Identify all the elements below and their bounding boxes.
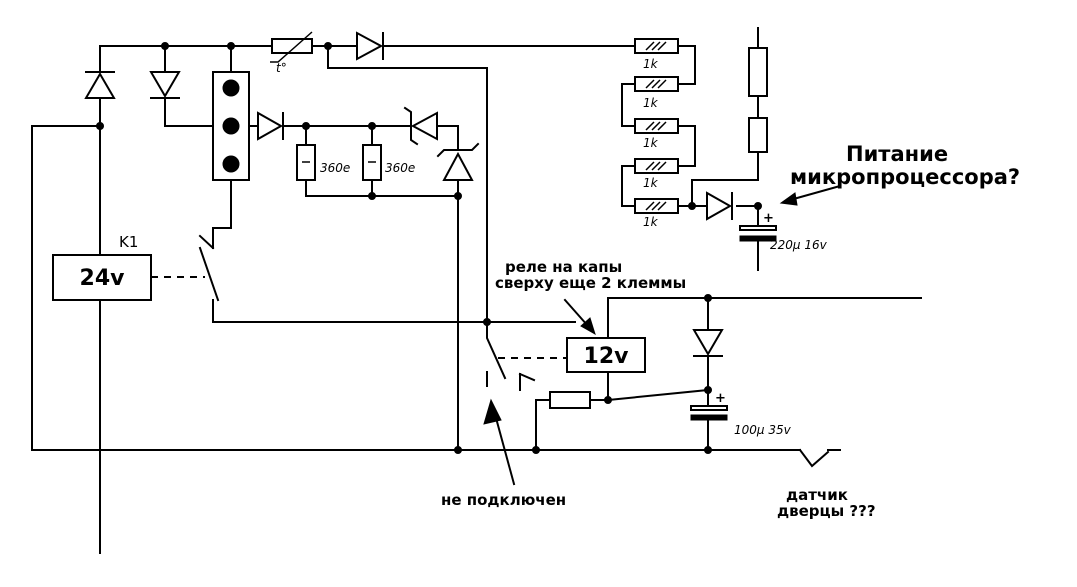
resistor-vertical-bottom <box>748 117 768 153</box>
arrow-mcu-power <box>779 184 842 206</box>
diode-chain <box>706 191 733 221</box>
resistor-1k-5-label: 1k <box>643 215 659 229</box>
resistor-12v <box>549 391 591 409</box>
zener-vertical <box>436 142 480 181</box>
diode-mid <box>257 111 284 141</box>
resistor-1k-1-label: 1k <box>643 57 659 71</box>
relay-k1-name: K1 <box>119 233 138 251</box>
not-connected-label: не подключен <box>441 491 566 509</box>
door-sensor-line2: дверцы ??? <box>777 502 876 520</box>
capacitor-220u: + 220µ 16v <box>739 211 828 252</box>
relay-note-line1: реле на капы <box>505 258 622 276</box>
relay-12v-voltage: 12v <box>584 344 630 369</box>
relay-k1-voltage: 24v <box>80 266 126 291</box>
thermistor: t° <box>270 31 313 75</box>
capacitor-100u-plus: + <box>715 391 726 406</box>
mcu-power-subtitle: микропроцессора? <box>790 165 1020 189</box>
wires <box>31 27 922 554</box>
zener-horizontal <box>403 106 438 146</box>
resistor-360-right-label: 360e <box>385 161 415 175</box>
door-sensor-line1: датчик <box>786 486 848 504</box>
resistor-1k-5: 1k <box>634 198 679 229</box>
resistor-vertical-top <box>748 47 768 97</box>
thermistor-label: t° <box>276 61 287 75</box>
capacitor-220u-label: 220µ 16v <box>770 238 828 252</box>
connector-block <box>212 71 250 181</box>
capacitor-100u-label: 100µ 35v <box>734 423 792 437</box>
resistor-360-left-label: 360e <box>320 161 350 175</box>
resistor-360-left: 360e <box>296 144 350 181</box>
resistor-1k-3: 1k <box>634 118 679 150</box>
diode-12v <box>692 329 724 357</box>
resistor-1k-1: 1k <box>634 38 679 71</box>
relay-note-line2: сверху еще 2 клеммы <box>495 274 686 292</box>
resistor-1k-4: 1k <box>634 158 679 190</box>
arrow-not-connected <box>483 398 516 486</box>
resistor-1k-3-label: 1k <box>643 136 659 150</box>
diode-d1 <box>84 71 116 99</box>
junction-dots <box>96 42 762 454</box>
arrow-relay-note <box>563 298 596 336</box>
diode-d2 <box>149 71 181 99</box>
resistor-1k-4-label: 1k <box>643 176 659 190</box>
resistor-1k-2-label: 1k <box>643 96 659 110</box>
mcu-power-title: Питание <box>846 142 948 166</box>
resistor-1k-2: 1k <box>634 76 679 110</box>
relay-k1: 24v K1 <box>52 233 152 301</box>
resistor-360-right: 360e <box>362 144 415 181</box>
resistor-chain: 1k 1k 1k 1k 1k <box>634 38 679 229</box>
relay-12v: 12v <box>566 337 646 373</box>
capacitor-220u-plus: + <box>763 211 774 226</box>
diode-top <box>356 31 384 61</box>
capacitor-100u: + 100µ 35v <box>690 391 792 437</box>
